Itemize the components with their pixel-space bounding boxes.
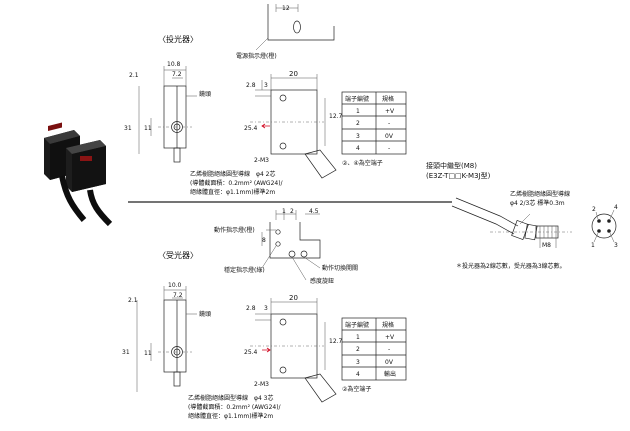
receiver-cable-note-1: 乙烯樹脂絕緣圓型導線 φ4 3芯 (188, 394, 274, 402)
recv-table-header-1: 規格 (382, 321, 394, 329)
em-table-cell: 3 (356, 133, 360, 140)
recv-lens-label: 鏡頭 (199, 310, 211, 318)
receiver-side-view (136, 286, 197, 392)
op-led-label: 動作指示燈(橙) (214, 226, 255, 234)
recv-dim-4-5: 4.5 (309, 208, 319, 215)
recv-table-cell: - (388, 346, 390, 353)
recv-dim-2-1: 2.1 (128, 297, 138, 304)
recv-front-dim-12-7: 12.7 (329, 338, 343, 345)
recv-front-dim-2-8: 2.8 (246, 305, 256, 312)
em-table-cell: 0V (385, 133, 394, 140)
recv-table-cell: 2 (356, 346, 360, 353)
connector-footnote: ＊投光器為2線芯數，受光器為3線芯數。 (456, 262, 566, 270)
pin-label-4: 4 (614, 204, 618, 211)
emitter-side-view (138, 66, 197, 163)
emitter-table-note: ②、④為空端子 (342, 159, 383, 167)
recv-table-cell: 0V (385, 359, 394, 366)
pin-label-2: 2 (592, 206, 596, 213)
connector-drawing (451, 197, 572, 248)
stable-led-leader (261, 245, 277, 269)
emitter-title: 〈投光器〉 (158, 34, 198, 44)
emitter-dim-11: 11 (144, 125, 152, 132)
emitter-dim-20: 20 (289, 70, 298, 78)
recv-dim-11: 11 (144, 350, 152, 357)
connector-cable-label: 乙烯樹脂絕緣圓型導線 (510, 190, 570, 198)
receiver-table-note: ②為空端子 (342, 385, 371, 393)
sensitivity-leader (291, 256, 307, 281)
recv-front-dim-20: 20 (289, 294, 298, 302)
recv-dim-1: 1 (282, 208, 286, 215)
receiver-title: 〈受光器〉 (158, 250, 198, 260)
em-table-cell: - (388, 145, 390, 152)
emitter-cable-note-2: (導體截面積：0.2mm² (AWG24)/ (190, 179, 284, 187)
recv-front-dim-3: 3 (264, 305, 268, 312)
sensitivity-label: 感度旋鈕 (310, 277, 334, 285)
emitter-cable-note-3: 絕緣體直徑：φ1.1mm)標準2m (190, 188, 275, 196)
emitter-dim-10-8: 10.8 (167, 61, 181, 68)
switch-label: 動作切換開關 (322, 264, 358, 272)
emitter-cable-note-1: 乙烯樹脂絕緣圓型導線 φ4 2芯 (190, 170, 276, 178)
recv-dim-31: 31 (122, 349, 130, 356)
emitter-dim-12-7: 12.7 (329, 113, 343, 120)
receiver-cable-note-2: (導體截面積：0.2mm² (AWG24)/ (188, 403, 282, 411)
receiver-terminal-table (341, 317, 407, 381)
receiver-front-view (250, 298, 337, 403)
em-table-cell: 4 (356, 145, 360, 152)
em-table-header-1: 規格 (382, 95, 394, 103)
emitter-dim-2-8: 2.8 (246, 82, 256, 89)
emitter-top-view (267, 4, 335, 41)
em-table-cell: - (388, 120, 390, 127)
emitter-dim-2-1: 2.1 (129, 72, 139, 79)
recv-table-cell: 3 (356, 359, 360, 366)
emitter-dim-31: 31 (124, 125, 132, 132)
stable-led-label: 穩定指示燈(綠) (224, 266, 265, 274)
em-table-cell: +V (385, 108, 395, 115)
pin-label-3: 3 (614, 242, 618, 249)
recv-table-header-0: 端子編號 (345, 321, 369, 329)
recv-table-cell: 4 (356, 371, 360, 378)
emitter-terminal-table (341, 91, 407, 155)
recv-dim-8: 8 (262, 237, 266, 244)
recv-dim-2: 2 (290, 208, 294, 215)
receiver-arrow (262, 347, 271, 353)
recv-table-cell: +V (385, 334, 395, 341)
recv-dim-10-0: 10.0 (168, 282, 182, 289)
connector-cable-spec: φ4 2/3芯 標準0.3m (510, 199, 565, 207)
recv-table-cell: 1 (356, 334, 360, 341)
recv-front-dim-25-4: 25.4 (244, 349, 258, 356)
em-table-header-0: 端子編號 (345, 95, 369, 103)
emitter-dim-25-4: 25.4 (244, 125, 258, 132)
receiver-top-view (261, 210, 321, 259)
pin-label-1: 1 (591, 242, 595, 249)
emitter-arrow (261, 123, 270, 129)
emitter-dim-7-2: 7.2 (172, 71, 182, 78)
emitter-dim-12: 12 (282, 5, 290, 12)
connector-pinout (591, 209, 617, 243)
power-led-leader (255, 37, 269, 51)
connector-title: 接頭中繼型(M8) (426, 161, 477, 170)
emitter-dim-3: 3 (264, 82, 268, 89)
emitter-hole-label: 2-M3 (254, 157, 269, 164)
recv-table-cell: 輸出 (384, 370, 396, 378)
em-table-cell: 2 (356, 120, 360, 127)
product-photo (44, 122, 113, 227)
power-led-label: 電源指示燈(橙) (236, 52, 277, 60)
em-table-cell: 1 (356, 108, 360, 115)
recv-hole-label: 2-M3 (254, 381, 269, 388)
emitter-lens-label: 鏡頭 (199, 90, 211, 98)
switch-leader (303, 256, 321, 269)
connector-thread-label: M8 (542, 242, 551, 249)
emitter-front-view (250, 74, 337, 179)
recv-dim-7-2: 7.2 (173, 292, 183, 299)
connector-model: (E3Z-T□□K-M3J型) (426, 171, 491, 180)
receiver-cable-note-3: 絕緣體直徑：φ1.1mm)標準2m (188, 412, 273, 420)
